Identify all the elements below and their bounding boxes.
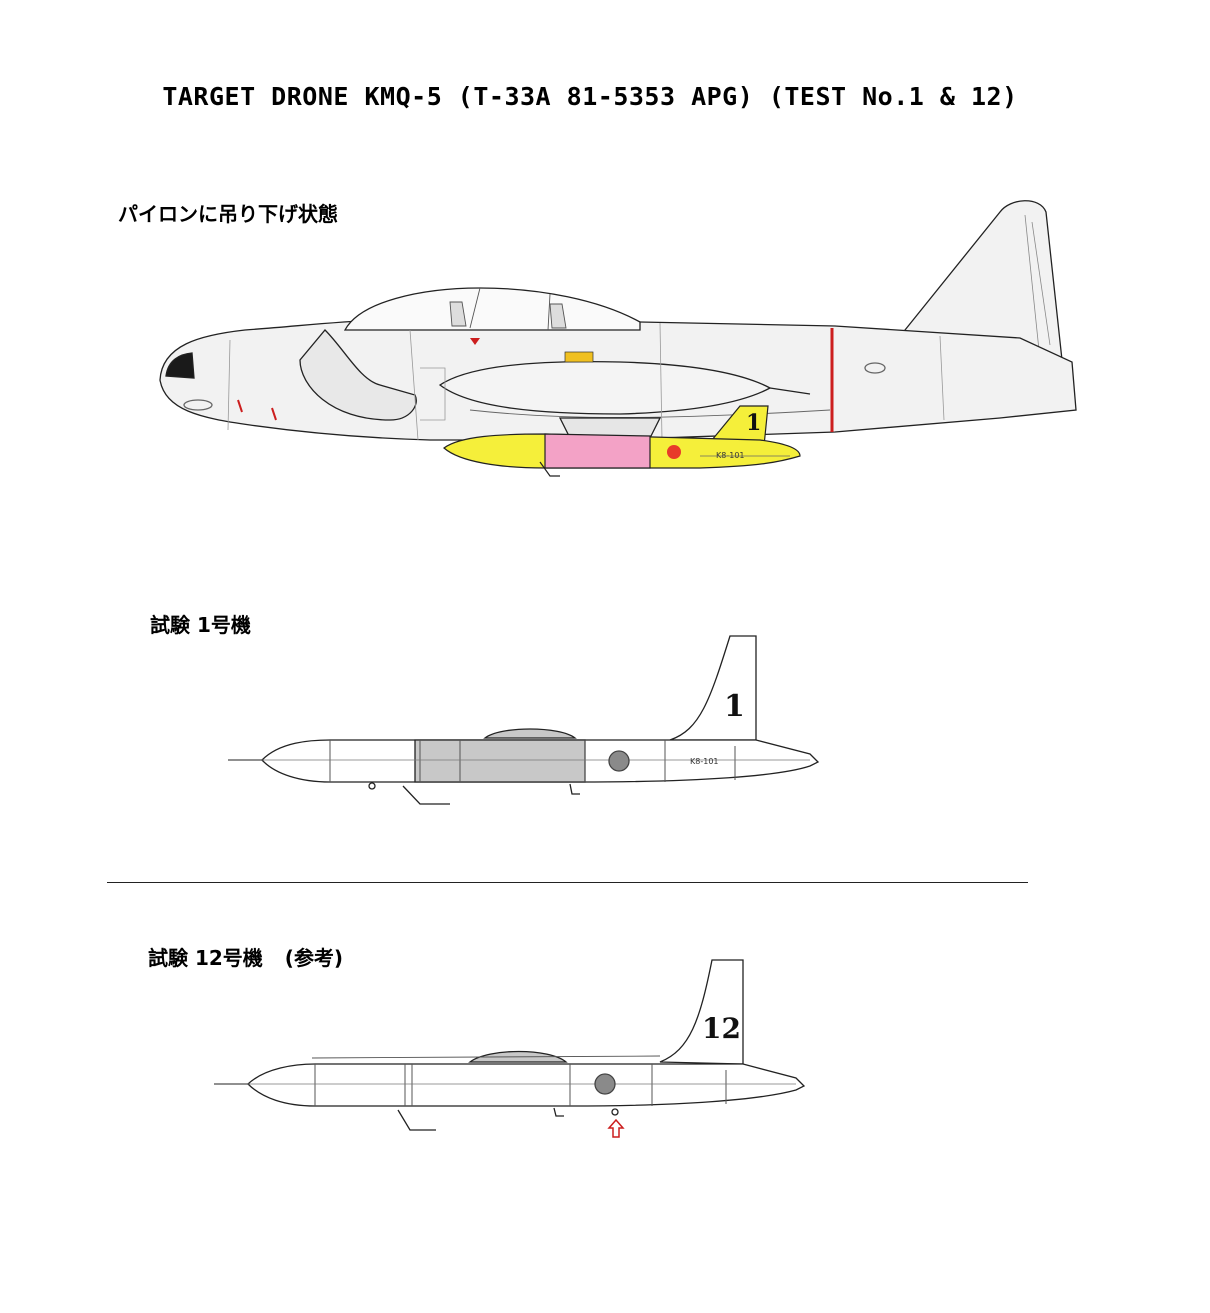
- pylon-drone-tail-number: 1: [746, 410, 761, 436]
- pylon-drone-drawing: 1 K8-101: [443, 405, 801, 477]
- caption-pylon: パイロンに吊り下げ状態: [118, 202, 338, 226]
- drone-test12-drawing: 12: [214, 959, 806, 1138]
- drone1-fairing: [483, 728, 577, 739]
- drone12-tail-fin: [659, 959, 744, 1065]
- t33-nose-radome: [165, 352, 195, 379]
- drone1-tail-fin: [669, 635, 757, 741]
- section-divider: [107, 882, 1028, 883]
- caption-test12: 試験 12号機 (参考): [148, 942, 343, 971]
- caption-test12-text: 試験 12号機: [148, 946, 263, 970]
- caption-test1: 試験 1号機: [150, 613, 251, 637]
- t33-air-intake: [299, 329, 417, 421]
- pylon-drone-serial: K8-101: [716, 451, 745, 460]
- drone1-serial: K8-101: [690, 757, 719, 766]
- up-arrow-icon: [607, 1118, 625, 1138]
- pylon-drone-center-section: [544, 433, 651, 469]
- drone1-tail-number: 1: [724, 689, 745, 724]
- drone1-grey-section: [414, 739, 586, 783]
- t33-aircraft-drawing: [159, 200, 1077, 441]
- drone1-roundel: [608, 750, 630, 772]
- drone12-body: [247, 1063, 806, 1107]
- t33-canopy: [343, 287, 641, 331]
- pylon-drone-roundel: [667, 445, 681, 459]
- drone-test1-drawing: 1 K8-101: [228, 635, 820, 805]
- drone12-roundel: [594, 1073, 616, 1095]
- page-title: TARGET DRONE KMQ-5 (T-33A 81-5353 APG) (…: [162, 82, 1018, 111]
- caption-test12-note: (参考): [284, 946, 344, 970]
- drone12-tail-number: 12: [702, 1012, 741, 1045]
